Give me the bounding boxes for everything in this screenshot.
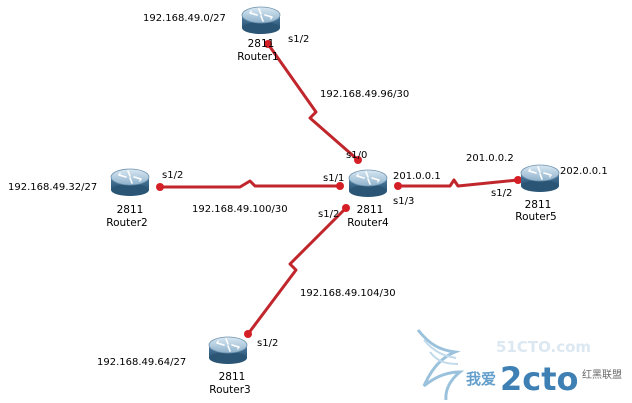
wings-icon bbox=[416, 329, 465, 401]
watermark-prefix: 我爱 bbox=[466, 370, 496, 388]
router1-model: 2811 bbox=[248, 38, 275, 50]
router3-network-label: 192.168.49.64/27 bbox=[97, 357, 186, 368]
router1-network-label: 192.168.49.0/27 bbox=[143, 13, 226, 24]
r4-interface-s1-2-label: s1/2 bbox=[318, 209, 339, 220]
watermark-logo: 51CTO.com 我爱 2cto 红黑联盟 bbox=[416, 329, 622, 401]
router1-icon bbox=[241, 6, 281, 35]
r5-ip-label: 201.0.0.2 bbox=[466, 153, 514, 164]
router3-name: Router3 bbox=[209, 384, 250, 396]
router2-model: 2811 bbox=[117, 204, 144, 216]
interface-dot-r4-s1-0 bbox=[354, 156, 362, 164]
interface-dot-r4-s1-3 bbox=[394, 182, 402, 190]
interface-dot-r4-s1-1 bbox=[336, 182, 344, 190]
link-router2-router4 bbox=[160, 179, 340, 189]
r2-interface-label: s1/2 bbox=[162, 170, 183, 181]
router5[interactable]: 2811 Router5 202.0.0.1 bbox=[515, 164, 608, 223]
router3[interactable]: 2811 Router3 192.168.49.64/27 bbox=[97, 336, 251, 396]
router3-icon bbox=[208, 336, 248, 365]
r4-ip-label: 201.0.0.1 bbox=[393, 171, 441, 182]
interface-dot-r5-s1-2 bbox=[514, 176, 522, 184]
router5-network-label: 202.0.0.1 bbox=[560, 166, 608, 177]
router4-name: Router4 bbox=[347, 217, 389, 229]
router2[interactable]: 2811 Router2 192.168.49.32/27 bbox=[8, 168, 150, 229]
subnet-label-r2-r4: 192.168.49.100/30 bbox=[192, 204, 288, 215]
watermark-site: 51CTO.com bbox=[496, 338, 591, 356]
interface-dot-r3-s1-2 bbox=[244, 330, 252, 338]
r1-interface-label: s1/2 bbox=[288, 34, 309, 45]
r4-interface-s1-1-label: s1/1 bbox=[323, 173, 344, 184]
router5-icon bbox=[520, 164, 560, 193]
router4[interactable]: 2811 Router4 bbox=[347, 169, 389, 229]
router2-name: Router2 bbox=[106, 217, 147, 229]
router4-model: 2811 bbox=[357, 204, 384, 216]
subnet-label-r3-r4: 192.168.49.104/30 bbox=[300, 288, 396, 299]
router5-name: Router5 bbox=[515, 211, 556, 223]
watermark-tagline: 红黑联盟 bbox=[582, 368, 622, 381]
router1-name: Router1 bbox=[237, 51, 278, 63]
router4-icon bbox=[348, 169, 388, 198]
router5-model: 2811 bbox=[525, 199, 552, 211]
subnet-label-r1-r4: 192.168.49.96/30 bbox=[320, 89, 409, 100]
r5-interface-label: s1/2 bbox=[491, 188, 512, 199]
r3-interface-label: s1/2 bbox=[257, 338, 278, 349]
router3-model: 2811 bbox=[219, 371, 246, 383]
interface-dot-r2-s1-2 bbox=[156, 183, 164, 191]
r4-interface-s1-3-label: s1/3 bbox=[393, 196, 414, 207]
router1[interactable]: 2811 Router1 192.168.49.0/27 bbox=[143, 6, 281, 63]
watermark-brand: 2cto bbox=[500, 360, 579, 398]
interface-dot-r4-s1-2 bbox=[342, 204, 350, 212]
r4-interface-s1-0-label: s1/0 bbox=[346, 150, 367, 161]
router2-network-label: 192.168.49.32/27 bbox=[8, 182, 97, 193]
link-router1-router4 bbox=[266, 43, 359, 162]
router2-icon bbox=[110, 168, 150, 197]
interface-dot-r1-s1-2 bbox=[264, 40, 272, 48]
link-router3-router4 bbox=[246, 206, 348, 335]
link-router4-router5 bbox=[398, 178, 519, 188]
